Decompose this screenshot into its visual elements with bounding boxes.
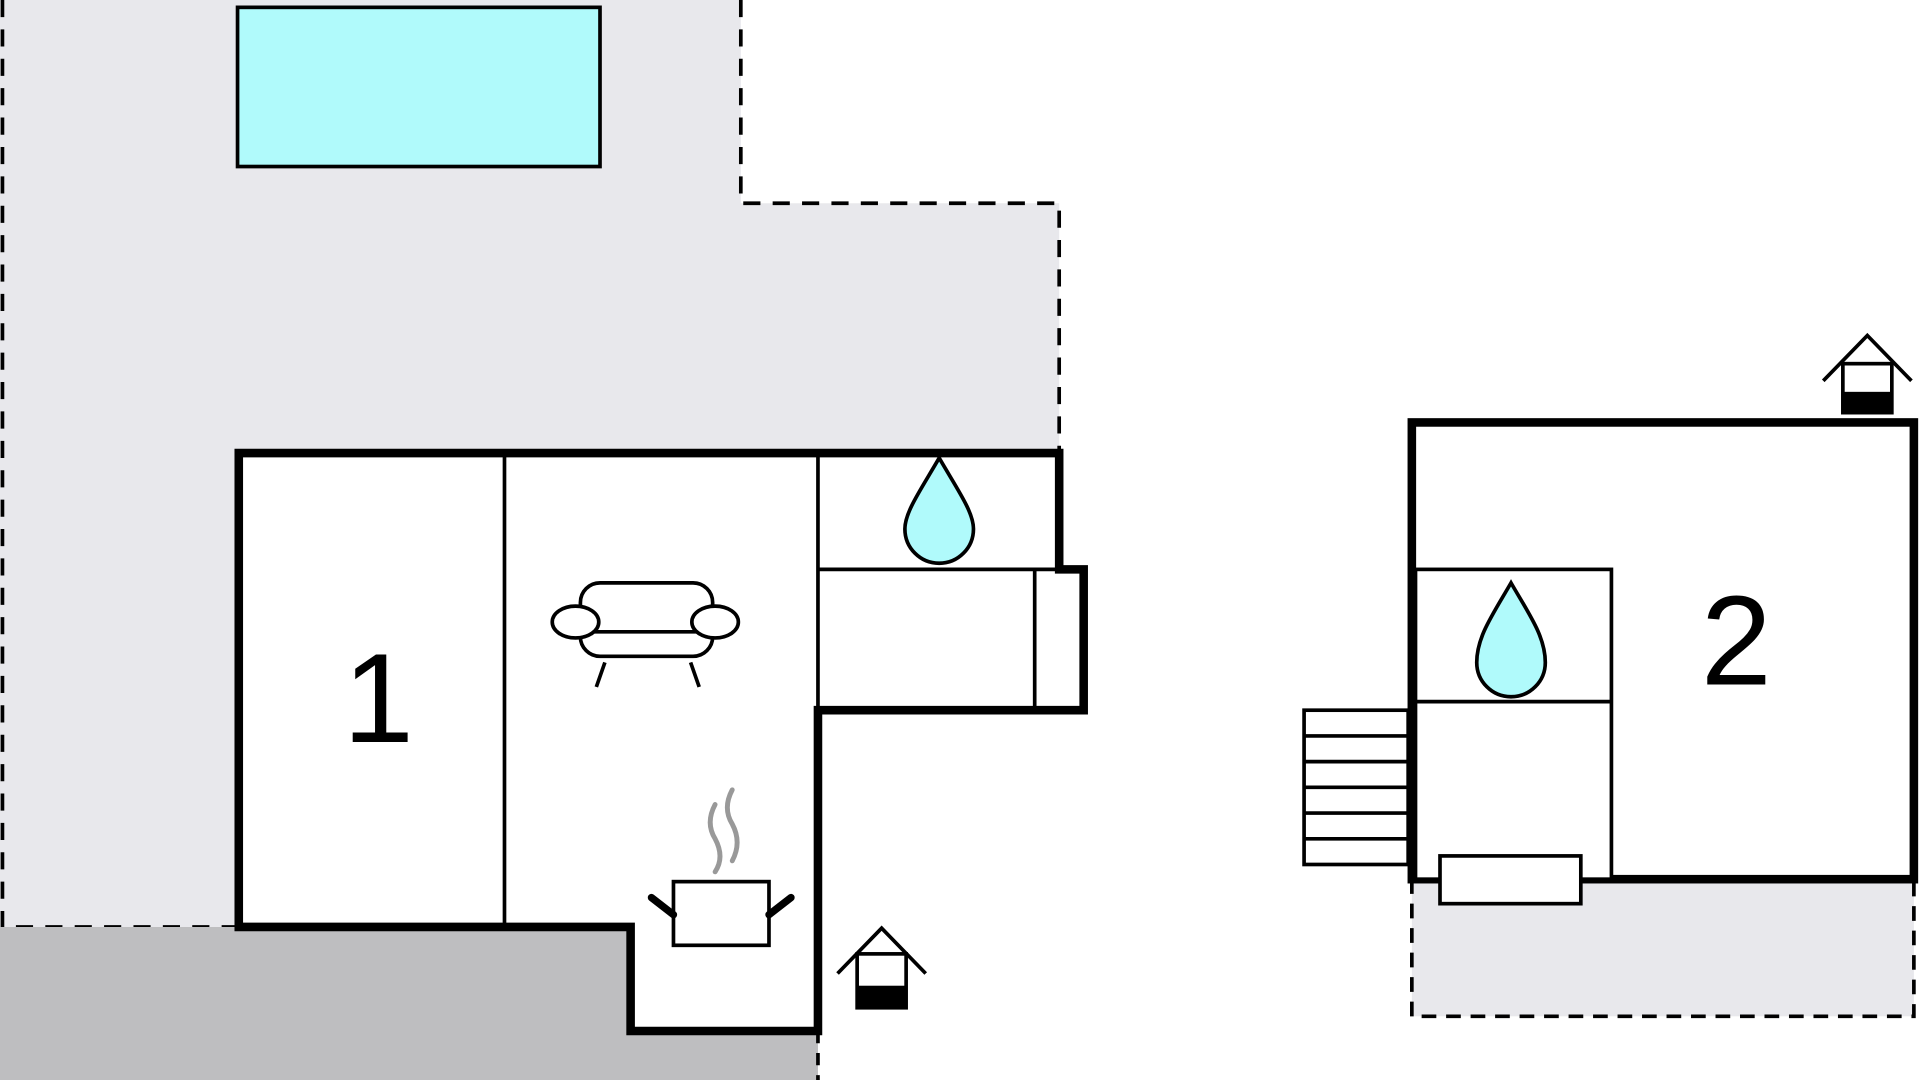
terrace-area-main	[0, 0, 1060, 927]
room-2-label: 2	[1701, 569, 1772, 711]
patio-area	[0, 926, 818, 1080]
water-drop-icon-2	[1474, 579, 1548, 699]
swimming-pool	[235, 5, 602, 169]
cooking-pot-icon	[647, 787, 795, 948]
room-1-label: 1	[343, 627, 414, 769]
entry-step	[1438, 854, 1583, 906]
entrance-house-icon-2	[1821, 332, 1913, 415]
water-drop-icon	[903, 454, 976, 566]
entrance-house-icon	[836, 925, 928, 1010]
stairs	[1302, 708, 1410, 867]
sofa-icon	[550, 581, 741, 688]
